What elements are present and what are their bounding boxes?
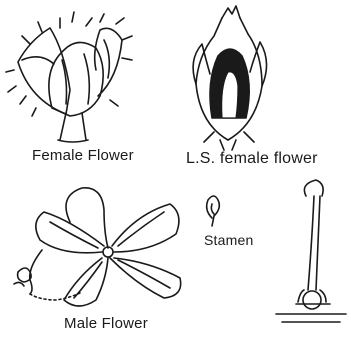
male-flower-label: Male Flower	[64, 315, 148, 332]
female-flower-label: Female Flower	[32, 147, 134, 164]
stamen-label: Stamen	[204, 232, 253, 248]
stamen-large-drawing	[276, 180, 346, 322]
male-flower-drawing	[14, 188, 181, 306]
female-flower-drawing	[6, 12, 132, 142]
ls-female-flower-label: L.S. female flower	[186, 150, 318, 168]
stamen-small-drawing	[207, 196, 220, 226]
ls-female-flower-drawing	[193, 6, 266, 150]
